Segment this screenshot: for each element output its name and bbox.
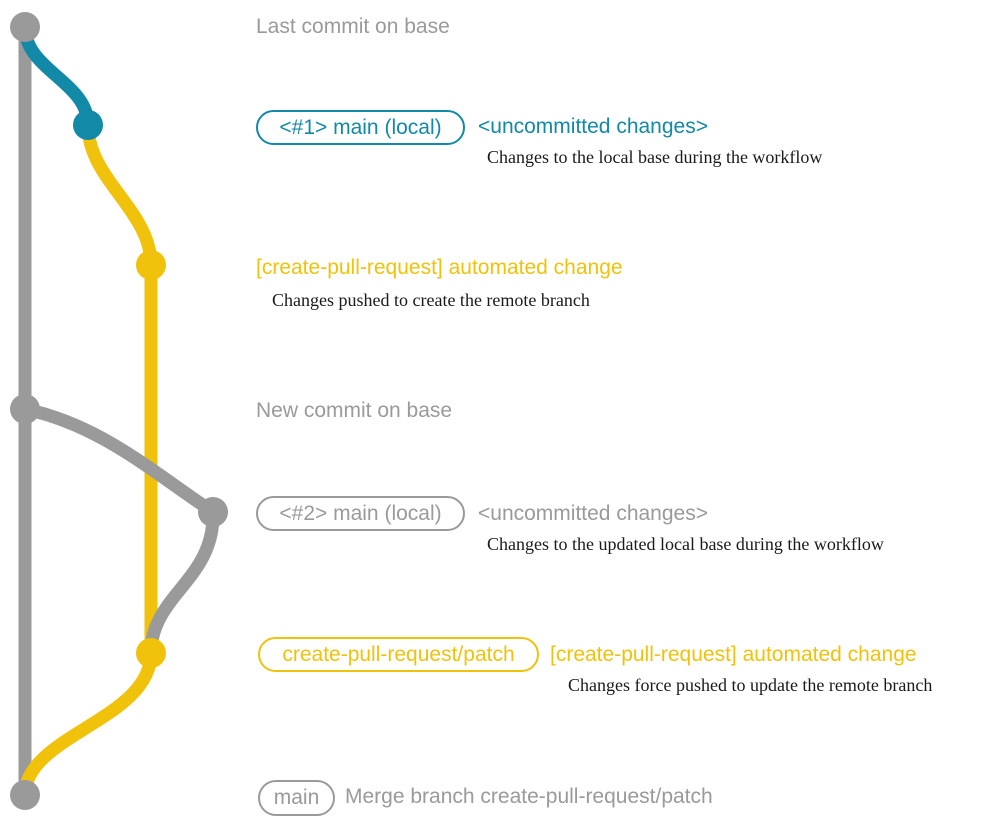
commit-headline: Merge branch create-pull-request/patch [345,785,713,808]
commit-headline: <uncommitted changes> [478,502,708,525]
edge-remote2-to-merge [18,646,158,802]
edge-basenew-to-local2 [18,402,220,519]
commit-node-remote-2 [136,638,166,668]
commit-node-merge [10,780,40,810]
commit-description: Changes force pushed to update the remot… [568,675,933,695]
commit-node-local-1 [73,110,103,140]
branch-pill-main[interactable]: main [258,780,335,816]
commit-description: Changes pushed to create the remote bran… [272,290,590,310]
commit-headline: New commit on base [256,399,453,422]
edge-local1-to-remote1 [81,118,158,272]
commit-headline: [create-pull-request] automated change [550,643,917,666]
commit-node-remote-1 [136,250,166,280]
commit-description: Changes to the local base during the wor… [487,147,823,167]
commit-description: Changes to the updated local base during… [487,534,884,554]
edge-local2-to-remote2 [144,505,220,660]
commit-headline: [create-pull-request] automated change [256,256,623,279]
commit-node-base-head [10,12,40,42]
commit-nodes [10,12,228,810]
branch-pill-main-local-1[interactable]: <#1> main (local) [256,110,465,145]
commit-headline: <uncommitted changes> [478,115,708,138]
commit-node-base-new [10,394,40,424]
branch-pill-create-pull-request-patch[interactable]: create-pull-request/patch [258,637,539,672]
commit-node-local-2 [198,497,228,527]
branch-pill-main-local-2[interactable]: <#2> main (local) [256,496,465,531]
commit-headline: Last commit on base [256,15,450,38]
